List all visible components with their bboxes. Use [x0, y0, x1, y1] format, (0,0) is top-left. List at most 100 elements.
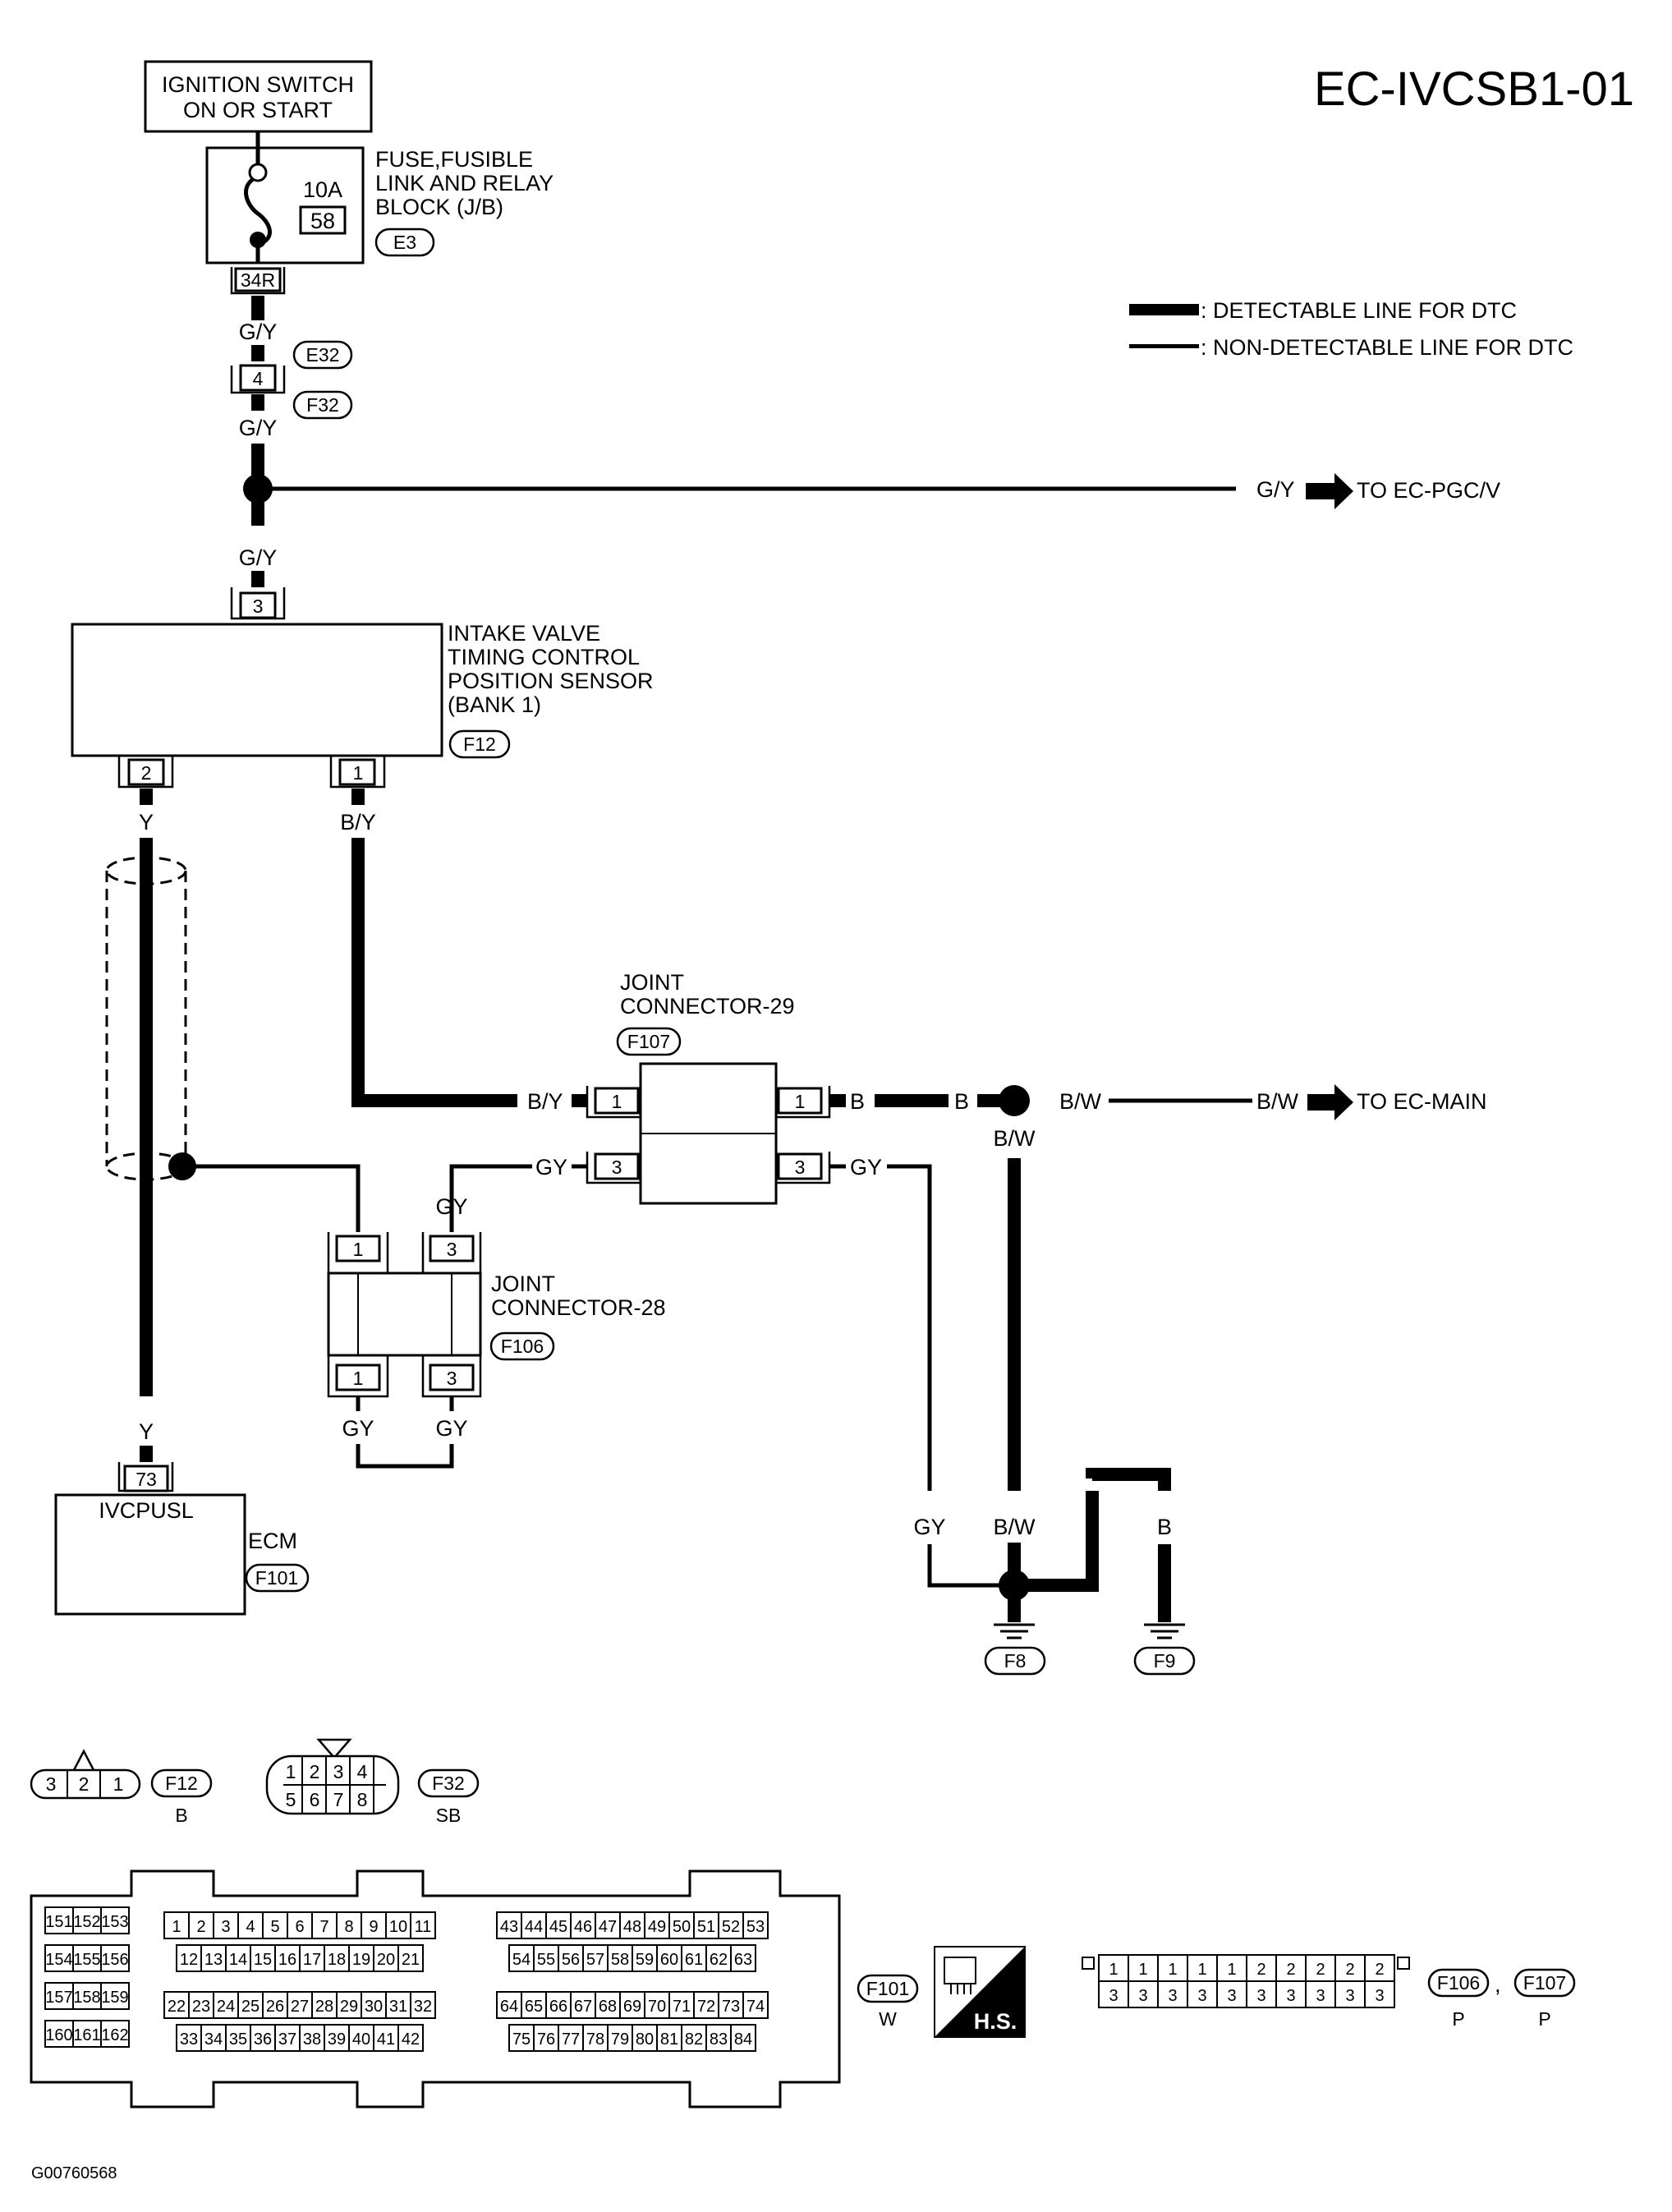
- sensor-line1: INTAKE VALVE: [448, 621, 600, 646]
- fuse-block-line3: BLOCK (J/B): [375, 195, 503, 219]
- legend-detectable: : DETECTABLE LINE FOR DTC: [1201, 298, 1517, 323]
- ecm-pin-cell: [668, 1911, 695, 1939]
- wire-b-left: B: [1085, 1515, 1100, 1539]
- joint-pin-label: 3: [1109, 1987, 1118, 2005]
- ecm-pin-cell: [693, 1991, 719, 2019]
- ecm-pin-label: 43: [500, 1918, 518, 1936]
- ecm-pin-cell: [730, 1944, 756, 1972]
- joint-pin-label: 1: [1197, 1961, 1206, 1979]
- ecm-pin-cell: [100, 1906, 130, 1934]
- svg-text:1: 1: [353, 1368, 364, 1389]
- svg-text:5: 5: [286, 1789, 296, 1810]
- ecm-pin-cell: [176, 1944, 202, 1972]
- ecm-pin-cell: [545, 1911, 572, 1939]
- ecm-terminal-name: IVCPUSL: [99, 1498, 194, 1523]
- joint-pin-label: 1: [1109, 1961, 1118, 1979]
- ecm-pin-label: 44: [525, 1918, 543, 1936]
- sensor-line4: (BANK 1): [448, 692, 541, 717]
- ecm-pin-cell: [693, 1911, 719, 1939]
- svg-text:3: 3: [333, 1761, 344, 1782]
- ecm-face-color: W: [879, 2008, 897, 2030]
- ecm-pin-label: 51: [697, 1918, 715, 1936]
- wire-gy-jc28-br: GY: [435, 1416, 467, 1441]
- joint-pin-cell: [1157, 1980, 1188, 2008]
- svg-text:2: 2: [310, 1761, 320, 1782]
- ecm-pin-label: 81: [660, 2030, 678, 2049]
- ecm-pin-label: 154: [45, 1951, 72, 1969]
- ecm-pin-cell: [632, 1944, 658, 1972]
- sensor-pin-2: 2: [117, 756, 174, 789]
- fuse-amp: 10A: [303, 177, 342, 202]
- svg-text:3: 3: [46, 1773, 57, 1795]
- wire-bw2: B/W: [1256, 1089, 1299, 1114]
- ecm-pin-label: 84: [734, 2030, 752, 2049]
- ecm-pin-label: 23: [192, 1998, 210, 2016]
- ecm-pin-cell: [668, 1991, 695, 2019]
- svg-text:7: 7: [333, 1789, 344, 1810]
- ecm-pin-label: 8: [344, 1918, 353, 1936]
- ecm-pin-label: 33: [180, 2030, 198, 2049]
- svg-text:F12: F12: [165, 1773, 198, 1794]
- joint-pin-label: 3: [1316, 1987, 1325, 2005]
- ecm-pin-label: 13: [204, 1951, 223, 1969]
- jc28-line2: CONNECTOR-28: [491, 1295, 666, 1320]
- ecm-pin-label: 152: [73, 1913, 100, 1931]
- wire-gy-jc28-top: GY: [435, 1194, 467, 1219]
- wire-gy-bot: G/Y: [239, 545, 278, 570]
- wire-b-out: B: [850, 1089, 865, 1114]
- svg-text:6: 6: [310, 1789, 320, 1810]
- ecm-pin-label: 3: [221, 1918, 230, 1936]
- wire-gy-jc28-bl: GY: [342, 1416, 374, 1441]
- svg-text:F107: F107: [1523, 1972, 1566, 1994]
- ecm-pin-cell: [496, 1911, 522, 1939]
- ecm-pin-label: 47: [599, 1918, 617, 1936]
- ecm-pin-label: 66: [549, 1998, 567, 2016]
- ecm-pin-cell: [250, 2024, 276, 2052]
- ecm-pin-cell: [681, 2024, 707, 2052]
- svg-text:4: 4: [357, 1761, 368, 1782]
- ecm-pin-cell: [237, 1991, 264, 2019]
- ecm-pin-cell: [521, 1991, 547, 2019]
- legend-thick-line: [1129, 304, 1199, 315]
- sensor-pin-3: 3: [230, 587, 286, 620]
- svg-text:B: B: [175, 1805, 187, 1826]
- ecm-pin-label: 19: [352, 1951, 370, 1969]
- fuse-number: 58: [310, 209, 335, 233]
- ecm-pin-cell: [72, 1944, 102, 1972]
- svg-text:2: 2: [141, 762, 152, 784]
- ecm-pin-cell: [188, 1991, 214, 2019]
- legend-thin-line: [1129, 344, 1199, 348]
- ecm-pin-label: 72: [697, 1998, 715, 2016]
- joint-pin-label: 3: [1138, 1987, 1147, 2005]
- terminal-34r: 34R: [230, 267, 286, 295]
- ecm-pin-label: 74: [746, 1998, 765, 2016]
- ecm-pin-label: 70: [648, 1998, 666, 2016]
- ecm-pin-label: 78: [586, 2030, 604, 2049]
- ecm-pin-cell: [742, 1911, 769, 1939]
- joint-pin-cell: [1187, 1980, 1218, 2008]
- connector-e32: E32: [306, 344, 340, 366]
- ecm-pin-label: 42: [402, 2030, 420, 2049]
- ecm-pin-cell: [100, 2020, 130, 2048]
- jc29-line1: JOINT: [620, 970, 684, 995]
- svg-text:P: P: [1538, 2008, 1550, 2030]
- ecm-pin-label: 52: [722, 1918, 740, 1936]
- arrow-main: [1307, 1084, 1353, 1120]
- sensor-line2: TIMING CONTROL: [448, 645, 640, 669]
- ecm-pin-label: 57: [586, 1951, 604, 1969]
- fuse-block-line2: LINK AND RELAY: [375, 171, 554, 195]
- joint-pin-label: 1: [1227, 1961, 1236, 1979]
- ecm-pin-label: 24: [217, 1998, 235, 2016]
- wire-gy-top: G/Y: [239, 320, 278, 344]
- ecm-pin-cell: [225, 2024, 251, 2052]
- ignition-line2: ON OR START: [183, 98, 333, 122]
- ecm-pin-label: 31: [389, 1998, 407, 2016]
- ecm-pin-label: 49: [648, 1918, 666, 1936]
- page-code: EC-IVCSB1-01: [1314, 62, 1634, 116]
- ecm-pin-label: 56: [562, 1951, 580, 1969]
- ecm-pin-label: 69: [623, 1998, 641, 2016]
- ecm-pin-label: 41: [377, 2030, 395, 2049]
- ecm-pin-cell: [681, 1944, 707, 1972]
- ecm-pin-label: 50: [673, 1918, 691, 1936]
- ecm-pin-label: 21: [402, 1951, 420, 1969]
